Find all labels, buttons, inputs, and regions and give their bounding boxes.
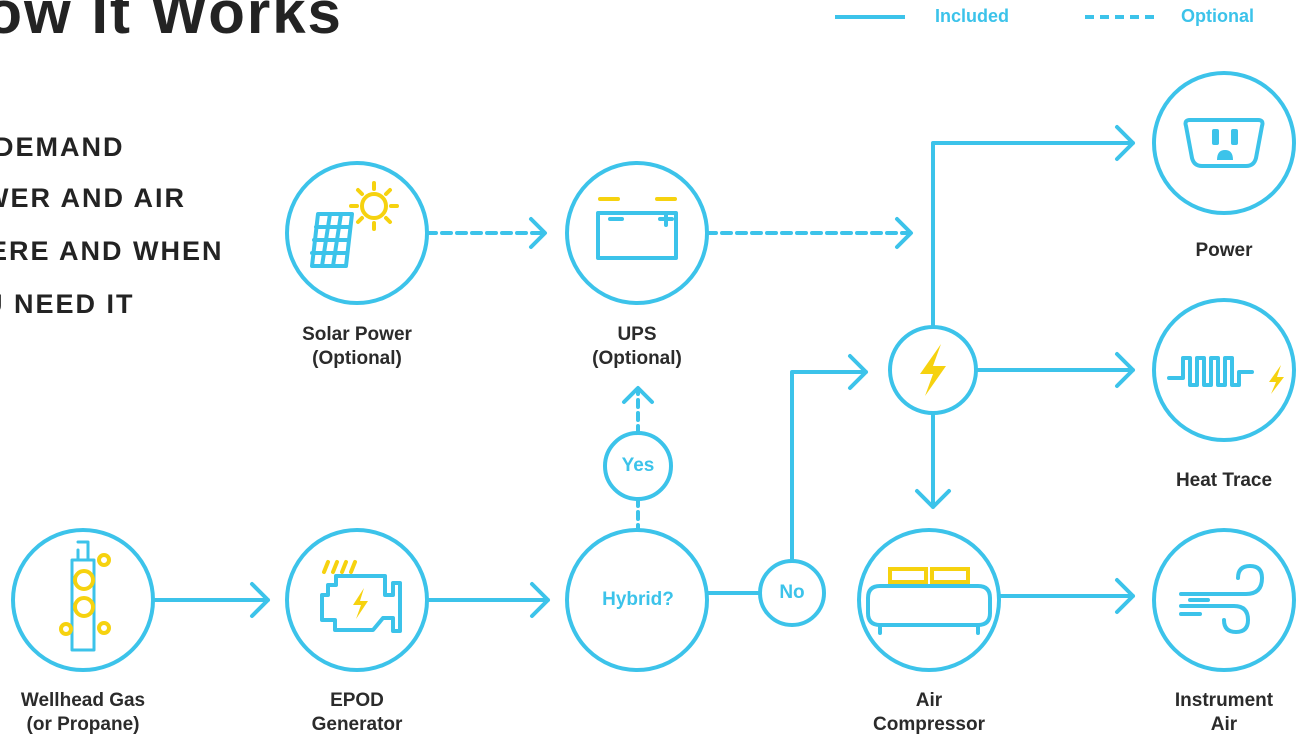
hybrid-label: Hybrid? xyxy=(602,589,674,610)
power-node xyxy=(1152,71,1296,215)
accents xyxy=(59,181,677,636)
wellhead-label: Wellhead Gas (or Propane) xyxy=(21,689,145,737)
heat-trace-icon xyxy=(1167,356,1254,387)
arrow-hub-to-compressor xyxy=(915,411,951,509)
arrow-compressor-to-instrument-air xyxy=(997,578,1135,614)
power-label-line-1: Power xyxy=(1195,240,1253,261)
ups-label: UPS (Optional) xyxy=(592,323,682,371)
ups-label-line-1: UPS xyxy=(617,324,657,345)
wind-icon xyxy=(1179,564,1264,634)
heat-trace-label-line-1: Heat Trace xyxy=(1175,470,1273,491)
arrow-epod-to-hybrid xyxy=(425,582,550,618)
air-compressor-label-line-2: Compressor xyxy=(873,714,985,735)
compressor-tank-right xyxy=(930,567,970,584)
compressor-icon xyxy=(866,584,992,635)
solar-panel-icon xyxy=(310,212,354,268)
generator-icon xyxy=(320,574,402,633)
tagline-line-1: ON DEMAND xyxy=(0,132,125,162)
solar-label-line-1: Solar Power xyxy=(302,324,412,345)
power-outlet-icon xyxy=(1183,118,1265,168)
epod-label-line-1: EPOD xyxy=(330,690,384,711)
battery-icon xyxy=(596,211,678,260)
wellhead-label-line-2: (or Propane) xyxy=(26,714,140,735)
heat-trace-label: Heat Trace xyxy=(1176,469,1272,493)
air-compressor-label: Air Compressor xyxy=(873,689,985,737)
wellhead-label-line-1: Wellhead Gas xyxy=(20,690,146,711)
ups-label-line-2: (Optional) xyxy=(592,348,682,369)
power-label: Power xyxy=(1195,239,1252,263)
heat-trace-bolt-icon xyxy=(1269,365,1284,394)
epod-label: EPOD Generator xyxy=(312,689,403,737)
air-compressor-node xyxy=(857,528,1001,672)
legend-included: Included xyxy=(935,6,1010,26)
ups-node xyxy=(565,161,709,305)
arrow-hub-to-heat-trace xyxy=(974,352,1135,388)
arrow-hub-to-power xyxy=(931,125,1135,329)
solar-node xyxy=(285,161,429,305)
yes-label: Yes xyxy=(621,455,655,476)
arrow-wellhead-to-epod xyxy=(151,582,270,618)
sun-icon xyxy=(360,192,388,220)
solar-label-line-2: (Optional) xyxy=(312,348,402,369)
generator-bolt-icon xyxy=(353,588,368,619)
solar-label: Solar Power (Optional) xyxy=(302,323,412,371)
tagline-line-3: WHERE AND WHEN xyxy=(0,236,224,266)
instrument-air-node xyxy=(1152,528,1296,672)
lightning-icon xyxy=(920,344,946,396)
page-title: How It Works xyxy=(0,0,343,46)
air-compressor-label-line-1: Air xyxy=(915,690,943,711)
arrow-no-to-hub xyxy=(790,354,868,563)
tagline-line-2: POWER AND AIR xyxy=(0,183,186,213)
wellhead-icon xyxy=(70,540,96,652)
instrument-air-label: Instrument Air xyxy=(1175,689,1273,737)
legend-optional: Optional xyxy=(1181,6,1254,26)
compressor-tank-left xyxy=(888,567,928,584)
instrument-air-label-line-2: Air xyxy=(1210,714,1238,735)
no-label: No xyxy=(779,582,805,603)
heat-trace-node xyxy=(1152,298,1296,442)
epod-label-line-2: Generator xyxy=(311,714,403,735)
tagline-line-4: YOU NEED IT xyxy=(0,289,135,319)
instrument-air-label-line-1: Instrument xyxy=(1174,690,1274,711)
